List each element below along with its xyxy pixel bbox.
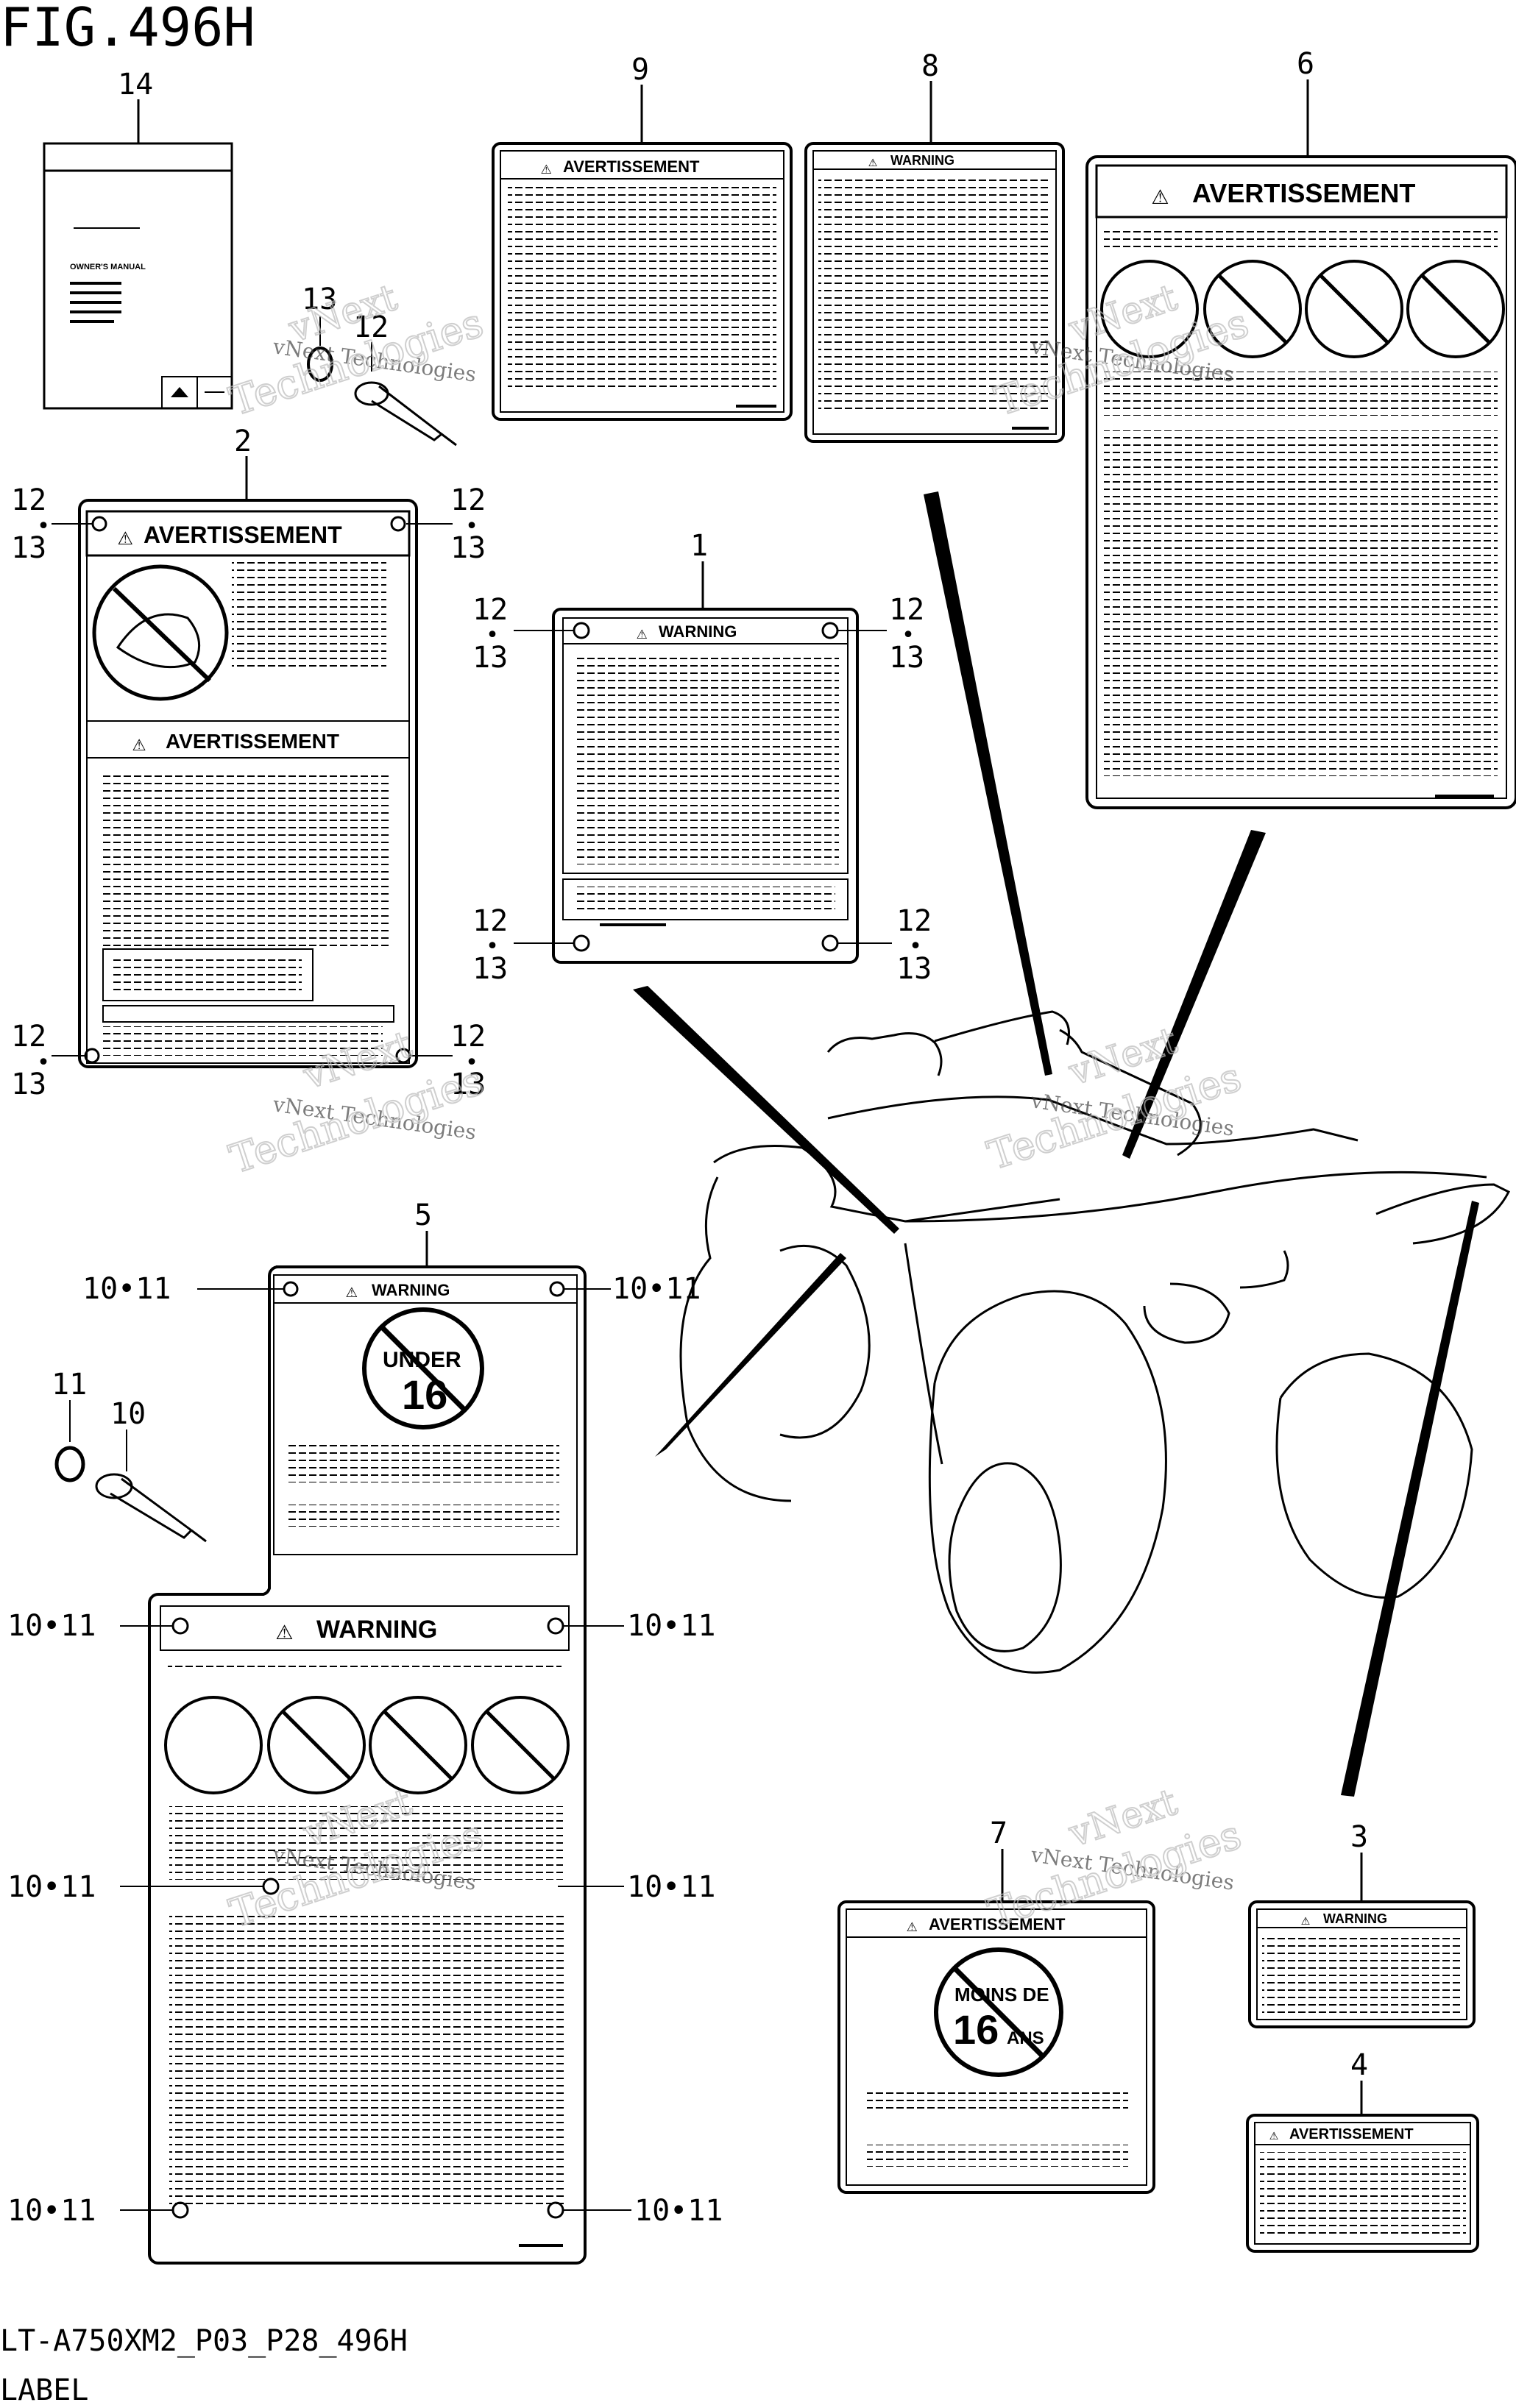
label-2-sub-header: AVERTISSEMENT bbox=[166, 730, 339, 753]
callout-13-p2-br: 13 bbox=[450, 1068, 486, 1101]
under-text: UNDER bbox=[383, 1348, 461, 1372]
callout-13-p1-tr: 13 bbox=[889, 641, 924, 675]
callout-dot: • bbox=[37, 1050, 50, 1076]
callout-7: 7 bbox=[990, 1816, 1007, 1850]
callout-10-11-p5-e: 10•11 bbox=[7, 1870, 96, 1904]
section-title: LABEL bbox=[0, 2373, 88, 2407]
label-7-header: AVERTISSEMENT bbox=[929, 1915, 1066, 1933]
callout-12-p1-br: 12 bbox=[896, 904, 932, 938]
label-part-6: ⚠ AVERTISSEMENT bbox=[1085, 155, 1516, 809]
moins-16-text: 16 bbox=[953, 2006, 999, 2053]
callout-5: 5 bbox=[414, 1198, 432, 1232]
label-2-header: AVERTISSEMENT bbox=[144, 522, 342, 548]
callout-10-11-p5-d: 10•11 bbox=[627, 1609, 715, 1643]
callout-12-p1-tr: 12 bbox=[889, 593, 924, 627]
callout-dot: • bbox=[465, 1050, 478, 1076]
warn-symbol: ⚠ bbox=[132, 731, 146, 756]
callout-dot: • bbox=[909, 934, 922, 959]
callout-dot: • bbox=[486, 934, 499, 959]
watermark: vNext vNext Technologies Technologies vN… bbox=[224, 275, 1255, 1937]
rivet-part-12 bbox=[354, 381, 457, 447]
label-4-header: AVERTISSEMENT bbox=[1289, 2126, 1414, 2142]
label-part-3: ⚠ WARNING bbox=[1248, 1900, 1476, 2028]
callout-12-p2-bl: 12 bbox=[11, 1020, 46, 1054]
callout-11-lower: 11 bbox=[52, 1368, 87, 1402]
callout-dot: • bbox=[902, 622, 915, 648]
warn-symbol: ⚠ bbox=[346, 1280, 358, 1302]
label-part-8: ⚠ WARNING bbox=[804, 142, 1065, 443]
label-9-header: AVERTISSEMENT bbox=[563, 157, 700, 176]
callout-10-11-p5-a: 10•11 bbox=[82, 1272, 171, 1306]
callout-8: 8 bbox=[921, 49, 939, 83]
callout-1: 1 bbox=[690, 529, 708, 563]
callout-14: 14 bbox=[118, 68, 153, 102]
ans-text: ANS bbox=[1007, 2028, 1044, 2048]
callout-10-11-p5-g: 10•11 bbox=[7, 2194, 96, 2228]
callout-10-11-p5-h: 10•11 bbox=[634, 2194, 723, 2228]
callout-12-p2-tr: 12 bbox=[450, 483, 486, 517]
callout-3: 3 bbox=[1350, 1820, 1368, 1854]
under-16-text: 16 bbox=[402, 1371, 447, 1418]
warn-symbol: ⚠ bbox=[276, 1613, 293, 1646]
label-5-top-header: WARNING bbox=[372, 1281, 450, 1299]
warn-symbol: ⚠ bbox=[541, 157, 552, 178]
callout-12-p2-br: 12 bbox=[450, 1020, 486, 1054]
callout-12-p1-tl: 12 bbox=[472, 593, 508, 627]
callout-13-p2-tr: 13 bbox=[450, 531, 486, 565]
label-part-4: ⚠ AVERTISSEMENT bbox=[1246, 2114, 1479, 2253]
callout-10-11-p5-b: 10•11 bbox=[612, 1272, 701, 1306]
label-1-header: WARNING bbox=[659, 622, 737, 641]
callout-13-p1-tl: 13 bbox=[472, 641, 508, 675]
label-part-5: ⚠ WARNING UNDER 16 ⚠ WARNING bbox=[148, 1265, 587, 2265]
warn-symbol: ⚠ bbox=[1152, 178, 1169, 210]
callout-dot: • bbox=[486, 622, 499, 648]
callout-4: 4 bbox=[1350, 2048, 1368, 2082]
warn-symbol: ⚠ bbox=[907, 1915, 918, 1936]
callout-13-p2-tl: 13 bbox=[11, 531, 46, 565]
warn-symbol: ⚠ bbox=[868, 152, 877, 170]
callout-dot: • bbox=[465, 514, 478, 539]
callout-12-p1-bl: 12 bbox=[472, 904, 508, 938]
callout-10-11-p5-f: 10•11 bbox=[627, 1870, 715, 1904]
callout-2: 2 bbox=[234, 425, 252, 458]
label-part-2: ⚠ AVERTISSEMENT ⚠ AVERTISSEMENT bbox=[78, 499, 418, 1068]
callout-13-p2-bl: 13 bbox=[11, 1068, 46, 1101]
owners-manual-part-14: OWNER'S MANUAL bbox=[43, 142, 233, 410]
callout-dot: • bbox=[37, 514, 50, 539]
label-8-header: WARNING bbox=[890, 153, 954, 168]
callout-12-p2-tl: 12 bbox=[11, 483, 46, 517]
model-code: LT-A750XM2_P03_P28_496H bbox=[0, 2324, 408, 2358]
warn-symbol: ⚠ bbox=[637, 622, 648, 643]
callout-13-p1-br: 13 bbox=[896, 952, 932, 986]
warn-symbol: ⚠ bbox=[118, 522, 132, 551]
callout-13-upper: 13 bbox=[302, 283, 337, 316]
callout-6: 6 bbox=[1297, 47, 1314, 81]
callout-10-11-p5-c: 10•11 bbox=[7, 1609, 96, 1643]
label-6-header: AVERTISSEMENT bbox=[1192, 178, 1415, 208]
figure-title: FIG.496H bbox=[0, 0, 255, 58]
callout-9: 9 bbox=[631, 53, 649, 87]
leader-wedges bbox=[633, 491, 1479, 1797]
atv-outline bbox=[679, 1010, 1511, 1674]
label-3-header: WARNING bbox=[1323, 1911, 1387, 1926]
callout-12-upper: 12 bbox=[353, 310, 389, 344]
label-5-bottom-header: WARNING bbox=[316, 1616, 437, 1644]
label-part-9: ⚠ AVERTISSEMENT bbox=[492, 142, 793, 421]
moins-de-text: MOINS DE bbox=[954, 1983, 1049, 2006]
label-part-7: ⚠ AVERTISSEMENT MOINS DE 16 ANS bbox=[837, 1900, 1155, 2194]
rivet-part-10 bbox=[95, 1473, 207, 1543]
warn-symbol: ⚠ bbox=[1301, 1911, 1310, 1928]
callout-13-p1-bl: 13 bbox=[472, 952, 508, 986]
owners-manual-title: OWNER'S MANUAL bbox=[70, 263, 146, 271]
warn-symbol: ⚠ bbox=[1269, 2125, 1278, 2143]
callout-10-lower: 10 bbox=[110, 1397, 146, 1431]
label-part-1: ⚠ WARNING bbox=[552, 608, 859, 964]
